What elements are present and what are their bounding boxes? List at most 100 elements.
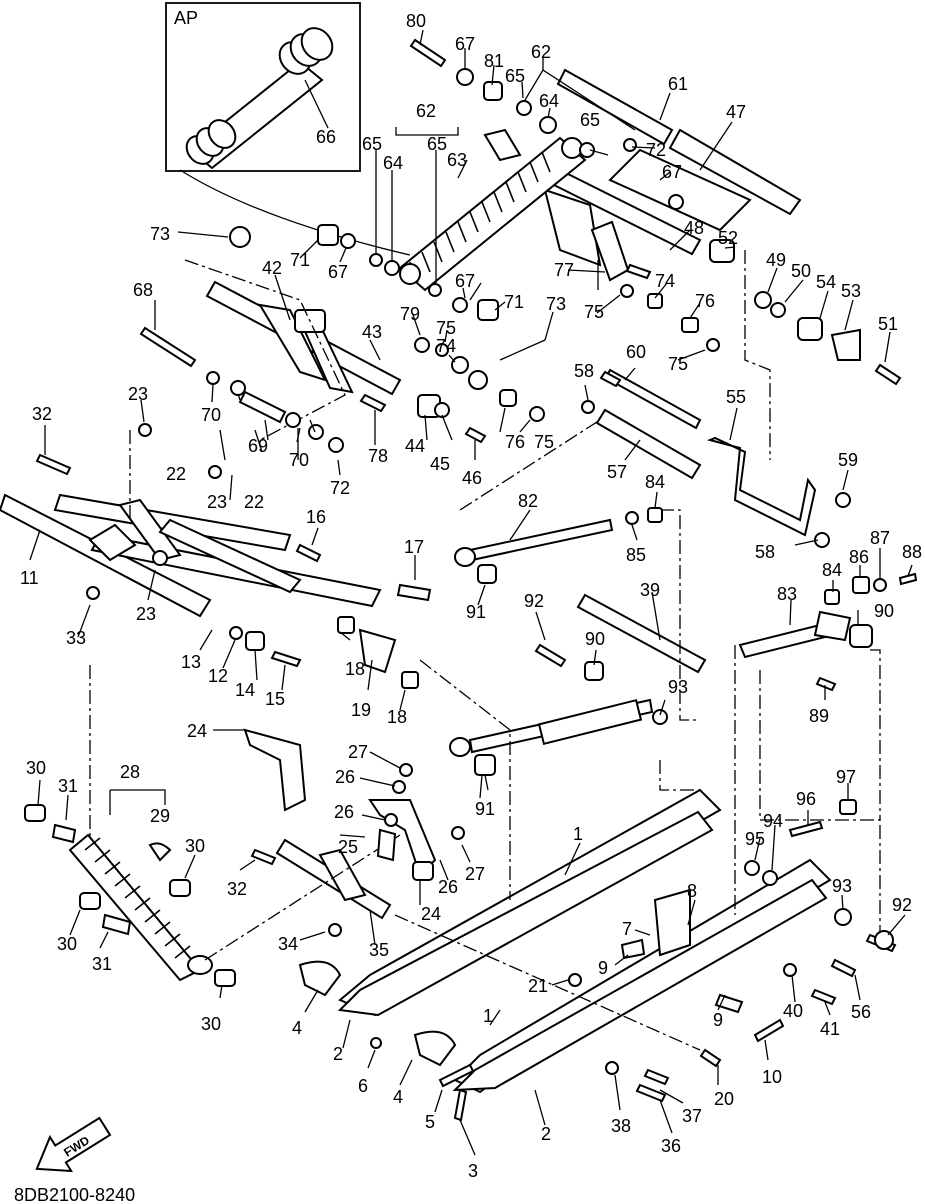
part-label: 4 [292, 1018, 302, 1038]
part-label: 68 [133, 280, 153, 300]
front-shock-absorber [398, 128, 587, 292]
part-label: 90 [874, 601, 894, 621]
part-label: 9 [713, 1010, 723, 1030]
part-label: 50 [791, 261, 811, 281]
rear-crossbars [595, 368, 817, 537]
part-label: 62 [416, 101, 436, 121]
part-label: 43 [362, 322, 382, 342]
part-label: 35 [369, 940, 389, 960]
part-label: 94 [763, 811, 783, 831]
part-label: 67 [455, 271, 475, 291]
part-label: 60 [626, 342, 646, 362]
inset-ap: AP [165, 2, 411, 256]
part-label: 82 [518, 491, 538, 511]
part-label: 30 [185, 836, 205, 856]
part-label: 88 [902, 542, 922, 562]
part-label: 90 [585, 629, 605, 649]
stopper-rods [449, 518, 707, 757]
part-label: 70 [289, 450, 309, 470]
part-label: 64 [539, 91, 559, 111]
part-label: 65 [427, 134, 447, 154]
part-label: 12 [208, 666, 228, 686]
part-label: 65 [580, 110, 600, 130]
part-label: 65 [362, 134, 382, 154]
part-label: 38 [611, 1116, 631, 1136]
front-lower-arm [243, 728, 437, 920]
part-label: 47 [726, 102, 746, 122]
part-label: 31 [58, 776, 78, 796]
part-label: 6 [358, 1076, 368, 1096]
part-label: 49 [766, 250, 786, 270]
part-label: 85 [626, 545, 646, 565]
part-label: 37 [682, 1106, 702, 1126]
part-label: 69 [248, 436, 268, 456]
assembly-guide-lines [89, 250, 881, 1051]
leader-lines [29, 29, 913, 1156]
part-label: 1 [483, 1006, 493, 1026]
part-label: 26 [334, 802, 354, 822]
part-label: 91 [475, 799, 495, 819]
part-label: 78 [368, 446, 388, 466]
part-label: 93 [668, 677, 688, 697]
part-label: 55 [726, 387, 746, 407]
part-label: 26 [335, 767, 355, 787]
part-label: 66 [316, 127, 336, 147]
part-label: 16 [306, 507, 326, 527]
part-label: 17 [404, 537, 424, 557]
part-label: 20 [714, 1089, 734, 1109]
slide-rails [298, 788, 832, 1094]
part-label: 40 [783, 1001, 803, 1021]
part-label: 74 [436, 336, 456, 356]
part-label: 27 [465, 864, 485, 884]
part-label: 41 [820, 1019, 840, 1039]
part-label: 46 [462, 468, 482, 488]
rear-link-arm [738, 610, 852, 659]
part-label: 96 [796, 789, 816, 809]
part-label: 73 [546, 294, 566, 314]
part-label: 53 [841, 281, 861, 301]
part-label: 3 [468, 1161, 478, 1181]
part-label: 2 [541, 1124, 551, 1144]
part-label: 25 [338, 837, 358, 857]
part-label: 58 [755, 542, 775, 562]
part-label: 67 [328, 262, 348, 282]
part-label: 27 [348, 742, 368, 762]
part-label: 44 [405, 436, 425, 456]
part-label: 34 [278, 934, 298, 954]
part-label: 4 [393, 1087, 403, 1107]
forward-direction-arrow: FWD [35, 1116, 112, 1173]
hardware-parts [24, 38, 918, 1122]
part-label: 95 [745, 829, 765, 849]
part-label: 59 [838, 450, 858, 470]
part-label: 30 [201, 1014, 221, 1034]
part-label: 28 [120, 762, 140, 782]
part-label: 79 [400, 304, 420, 324]
part-label: 23 [207, 492, 227, 512]
part-label: 31 [92, 954, 112, 974]
part-label: 2 [333, 1044, 343, 1064]
part-label: 65 [505, 66, 525, 86]
part-label: 93 [832, 876, 852, 896]
part-label: 21 [528, 976, 548, 996]
part-label: 29 [150, 806, 170, 826]
part-label: 86 [849, 547, 869, 567]
part-label: 24 [187, 721, 207, 741]
part-label: 75 [668, 354, 688, 374]
drawing-code: 8DB2100-8240 [14, 1185, 135, 1204]
part-label: 56 [851, 1002, 871, 1022]
part-label: 58 [574, 361, 594, 381]
part-label: 18 [345, 659, 365, 679]
part-label: 75 [584, 302, 604, 322]
rear-shock-absorber [68, 833, 213, 982]
part-label: 76 [505, 432, 525, 452]
part-label: 30 [57, 934, 77, 954]
part-label: 10 [762, 1067, 782, 1087]
part-label: 63 [447, 150, 467, 170]
part-label: 52 [718, 228, 738, 248]
part-label: 77 [554, 260, 574, 280]
part-label: 67 [662, 162, 682, 182]
part-number-labels: 80 67 81 62 65 64 65 61 47 72 67 62 65 6… [20, 11, 922, 1181]
part-label: 62 [531, 42, 551, 62]
part-label: 87 [870, 528, 890, 548]
